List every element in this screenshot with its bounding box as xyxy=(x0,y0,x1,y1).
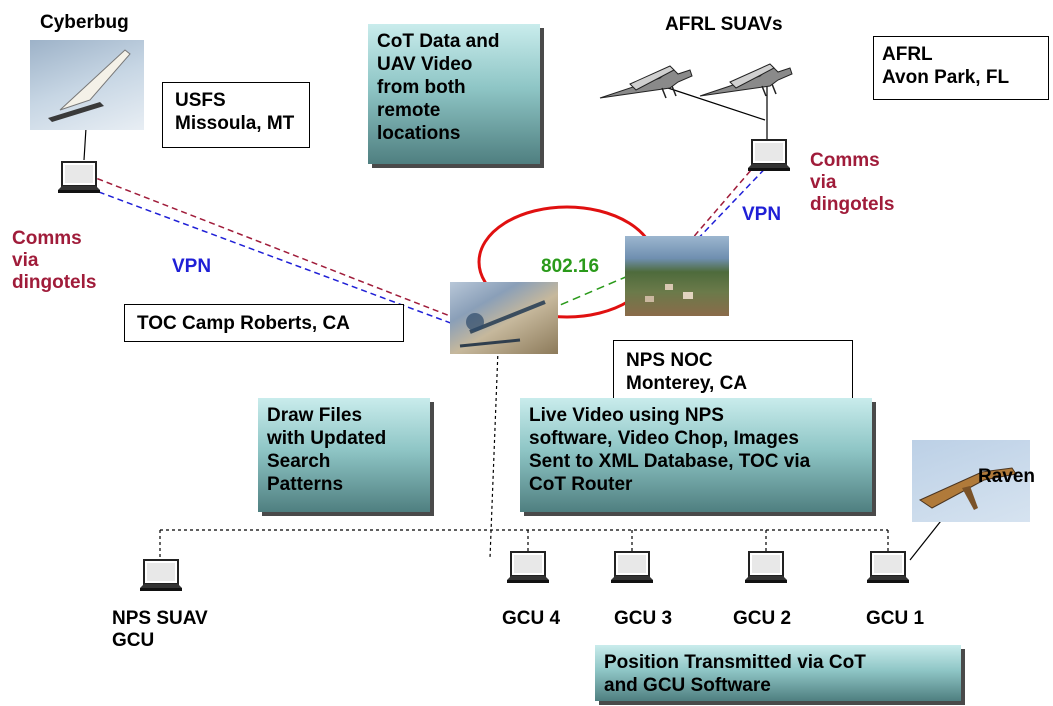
vpn-right-label: VPN xyxy=(742,204,782,225)
runway-icon xyxy=(459,300,546,348)
lan-bus xyxy=(159,349,889,560)
afrl-box: AFRL Avon Park, FL xyxy=(873,36,1049,100)
town-icon xyxy=(645,284,693,302)
gcu1-label: GCU 1 xyxy=(866,608,925,629)
laptop-icon-gcu3 xyxy=(611,551,653,583)
afrl-uav-icon-2 xyxy=(699,63,793,97)
laptop-icon-gcu2 xyxy=(745,551,787,583)
afrl-suavs-label: AFRL SUAVs xyxy=(665,14,783,35)
cot-data-callout: CoT Data and UAV Video from both remote … xyxy=(368,24,540,164)
raven-photo xyxy=(912,440,1030,522)
cyberbug-plane-icon xyxy=(48,49,131,122)
wireless-link-label: 802.16 xyxy=(541,256,600,277)
live-video-callout: Live Video using NPS software, Video Cho… xyxy=(520,398,872,512)
laptop-icon-cyberbug xyxy=(58,161,100,193)
usfs-box: USFS Missoula, MT xyxy=(162,82,310,148)
raven-label: Raven xyxy=(978,466,1036,487)
gcu2-label: GCU 2 xyxy=(733,608,792,629)
nps-suav-gcu-label: NPS SUAV GCU xyxy=(112,608,208,651)
cyberbug-label: Cyberbug xyxy=(40,12,129,33)
camp-roberts-aerial-photo xyxy=(450,282,558,354)
laptop-icon-nps-suav-gcu xyxy=(140,559,182,591)
laptop-icon-afrl xyxy=(748,139,790,171)
toc-box: TOC Camp Roberts, CA xyxy=(124,304,404,342)
monterey-aerial-photo xyxy=(625,236,729,316)
draw-files-callout: Draw Files with Updated Search Patterns xyxy=(258,398,430,512)
cyberbug-photo xyxy=(30,40,144,130)
uav-tether-1 xyxy=(667,87,766,121)
gcu3-label: GCU 3 xyxy=(614,608,673,629)
vpn-left-label: VPN xyxy=(172,256,212,277)
gcu4-label: GCU 4 xyxy=(502,608,561,629)
nps-noc-box: NPS NOC Monterey, CA xyxy=(613,340,853,406)
cyberbug-tether xyxy=(83,127,87,161)
comms-line-left xyxy=(87,174,469,324)
comms-left-label: Comms via dingotels xyxy=(12,228,97,293)
position-callout: Position Transmitted via CoT and GCU Sof… xyxy=(595,645,961,701)
comms-right-label: Comms via dingotels xyxy=(810,150,895,215)
laptop-icon-gcu1 xyxy=(867,551,909,583)
raven-plane-icon xyxy=(918,467,1017,510)
laptop-icon-gcu4 xyxy=(507,551,549,583)
afrl-uav-icon-1 xyxy=(599,65,693,99)
